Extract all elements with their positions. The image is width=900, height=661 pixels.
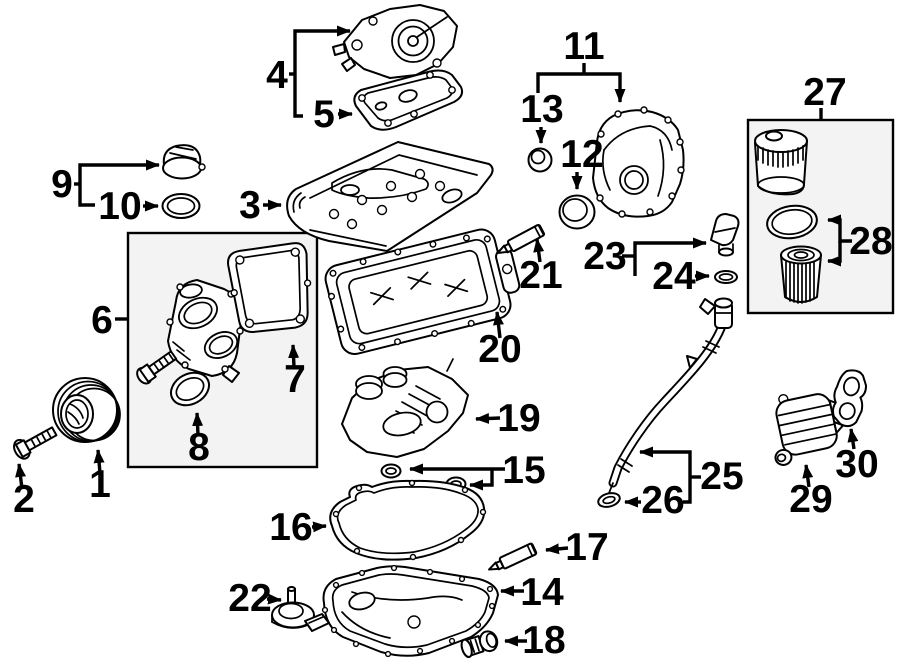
- oil-filler-cap-part: [162, 144, 206, 180]
- callout-17: 17: [565, 526, 608, 569]
- callout-27: 27: [803, 71, 846, 114]
- callout-14: 14: [520, 571, 564, 614]
- pulley-bolt-part: [13, 426, 58, 460]
- callout-28: 28: [849, 220, 892, 263]
- leader-20: [493, 311, 504, 339]
- leader-21: [533, 238, 545, 263]
- callout-leaders: [15, 25, 859, 647]
- oil-pan-gasket-part: [329, 479, 487, 561]
- leader-28b: [827, 241, 842, 267]
- leader-22: [266, 593, 282, 605]
- filter-cap-o-ring-part: [766, 204, 818, 240]
- leader-28a: [827, 214, 852, 243]
- callout-labels: 1 2 3 4 5 6 7 8 9 10 11 12 13 14 15 16 1…: [13, 25, 893, 661]
- leader-23: [633, 237, 707, 276]
- sealant-tube-upper-part: [496, 223, 546, 255]
- callout-8: 8: [188, 426, 210, 469]
- callout-21: 21: [519, 254, 562, 297]
- oil-cooler-part: [774, 393, 845, 466]
- callout-20: 20: [478, 328, 521, 371]
- callout-3: 3: [239, 184, 261, 227]
- rear-timing-cover-part: [592, 106, 685, 218]
- callout-18: 18: [522, 619, 565, 661]
- leader-1: [93, 449, 105, 474]
- drain-plug-part: [460, 630, 499, 658]
- callout-9: 9: [51, 163, 73, 206]
- lower-oil-pan-part: [321, 564, 499, 658]
- front-cover-gasket-part: [227, 242, 312, 333]
- callout-1: 1: [89, 463, 111, 506]
- callout-7: 7: [284, 358, 306, 401]
- callout-11: 11: [563, 25, 604, 68]
- callout-25: 25: [700, 455, 743, 498]
- callout-10: 10: [98, 185, 141, 228]
- callout-26: 26: [641, 479, 684, 522]
- timing-cover-bolt-part: [136, 350, 178, 385]
- leader-17: [545, 543, 569, 555]
- cam-housing-gasket-part: [353, 69, 464, 131]
- crankshaft-seal-part: [558, 194, 596, 230]
- crankshaft-pulley-part: [52, 377, 121, 443]
- oil-filter-cap-part: [754, 129, 808, 196]
- filler-cap-seal-part: [161, 193, 201, 219]
- oil-baffle-part: [341, 358, 469, 458]
- leader-15b: [469, 469, 494, 491]
- oil-level-sensor-part: [271, 586, 330, 632]
- callout-12: 12: [560, 133, 603, 176]
- crankshaft-front-seal-part: [169, 371, 211, 407]
- funnel-seal-part: [714, 270, 738, 284]
- callout-23: 23: [583, 235, 626, 278]
- leader-8: [192, 412, 204, 436]
- callout-24: 24: [652, 255, 696, 298]
- leader-11: [536, 72, 626, 103]
- leader-29: [802, 464, 814, 488]
- cam-housing-part: [332, 4, 458, 79]
- callout-5: 5: [313, 93, 335, 136]
- callout-4: 4: [266, 54, 288, 97]
- callout-2: 2: [13, 478, 35, 521]
- sealing-plug-part: [527, 147, 553, 173]
- callout-16: 16: [269, 506, 312, 549]
- oil-cooler-gasket-part: [831, 369, 867, 428]
- callout-19: 19: [497, 397, 540, 440]
- leader-30: [847, 428, 859, 450]
- leader-2: [15, 463, 27, 490]
- callout-29: 29: [789, 478, 832, 521]
- leader-7: [288, 344, 300, 368]
- leader-19: [475, 412, 501, 424]
- callout-13: 13: [520, 88, 563, 131]
- oil-filter-element-part: [780, 245, 822, 304]
- callout-6: 6: [91, 299, 113, 342]
- valve-cover-part: [286, 141, 494, 252]
- sealant-tube-lower-part: [487, 542, 538, 571]
- leader-16: [311, 521, 327, 533]
- dipstick-seal-part: [597, 492, 621, 508]
- dipstick-tube-part: [608, 297, 733, 494]
- callout-15: 15: [502, 449, 545, 492]
- callout-30: 30: [835, 443, 878, 486]
- callout-22: 22: [228, 577, 271, 620]
- oil-funnel-part: [710, 213, 740, 257]
